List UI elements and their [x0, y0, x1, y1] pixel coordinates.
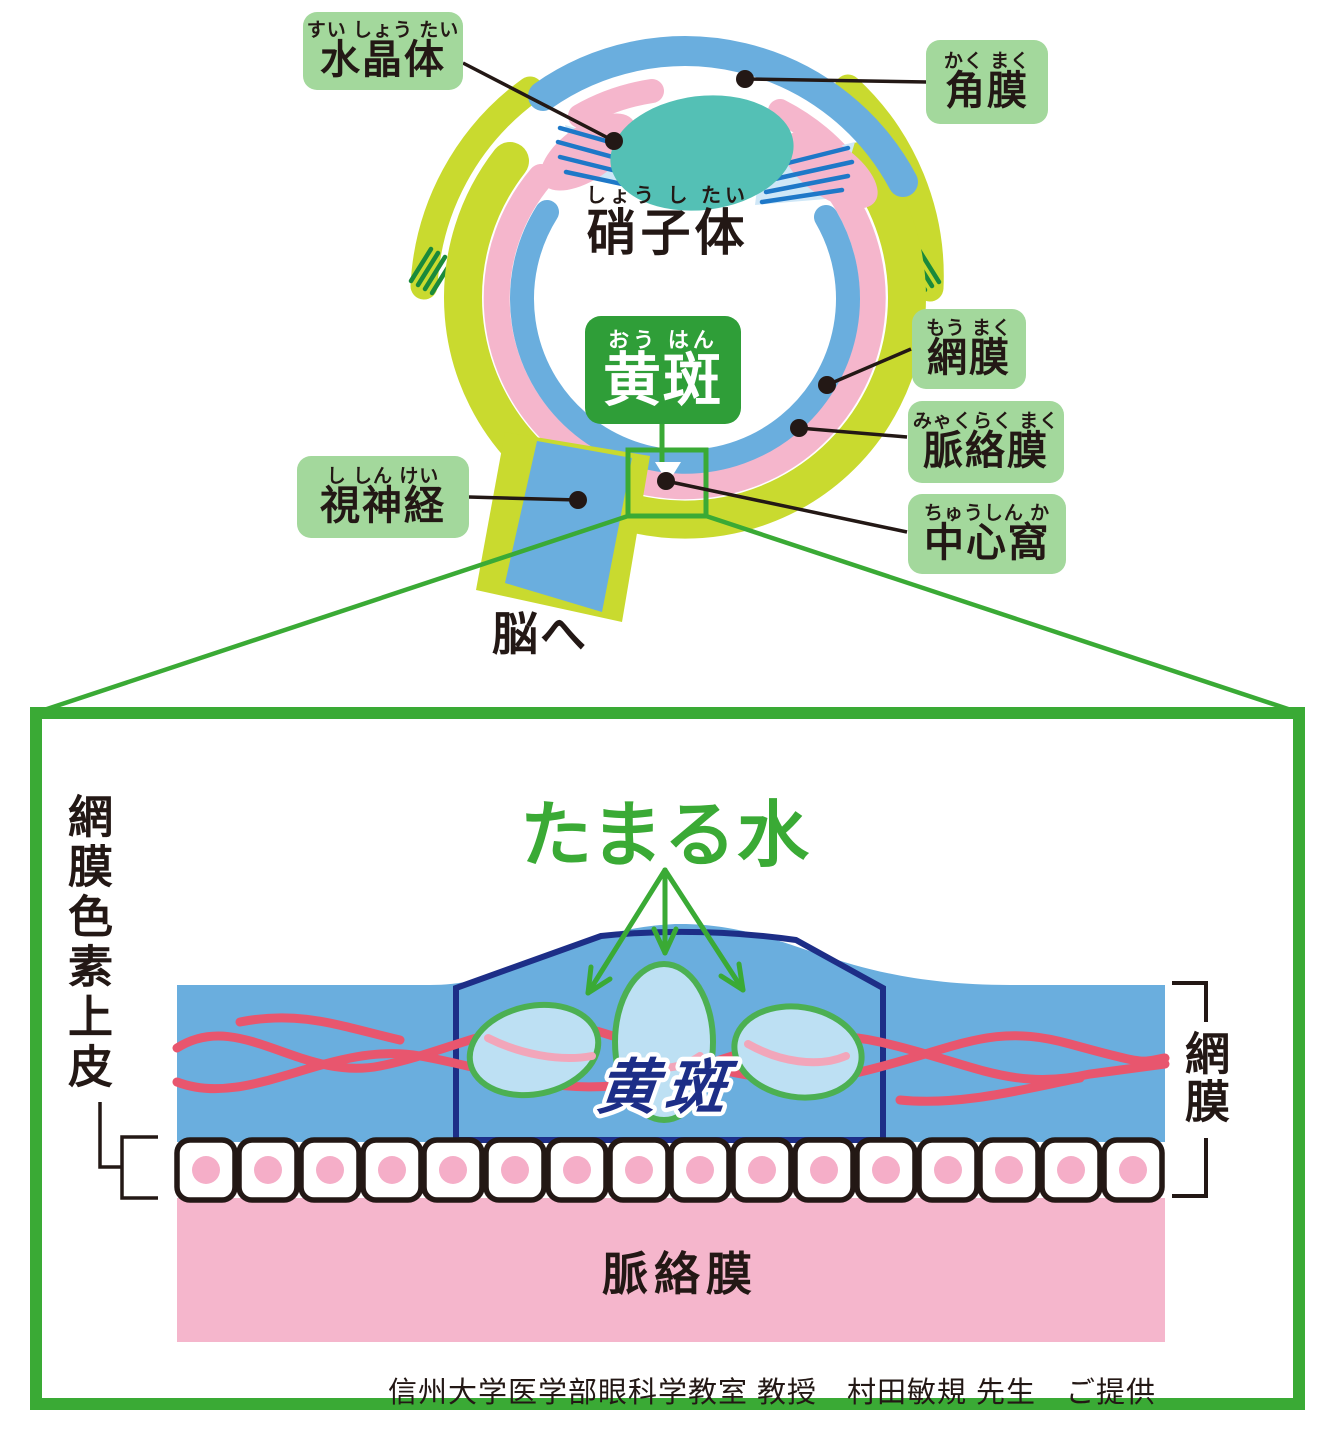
rpe-cell: [980, 1140, 1038, 1200]
credit-text: 信州大学医学部眼科学教室 教授 村田敏規 先生 ご提供: [387, 1377, 1157, 1409]
leader-retina: [826, 347, 912, 387]
leader-cornea: [744, 77, 928, 84]
rpe-cell: [857, 1140, 915, 1200]
water-arrows: [585, 867, 746, 996]
label-lens-kanji: 水晶体: [320, 38, 446, 83]
rpe-cell: [1104, 1140, 1162, 1200]
cornea-arc: [528, 36, 918, 197]
rpe-cell: [363, 1140, 421, 1200]
label-cornea: かく まく 角膜: [926, 40, 1048, 124]
arrow-right: [662, 867, 746, 993]
rpe-cell: [239, 1140, 297, 1200]
arrow-right-head: [718, 961, 746, 993]
label-lens-furigana: すい しょう たい: [306, 19, 460, 41]
rpe-cell: [610, 1140, 668, 1200]
zoom-projection-line-left: [37, 513, 629, 715]
dot-lens: [605, 132, 623, 150]
panel-macula-text: 黄斑: [594, 1054, 739, 1121]
label-choroid: みゃくらく まく 脈絡膜: [908, 401, 1064, 483]
panel-choroid-label: 脈絡膜: [602, 1248, 758, 1300]
leader-optic-nerve: [468, 495, 579, 502]
panel-title: たまる水: [520, 796, 810, 876]
label-retina-kanji: 網膜: [927, 336, 1011, 381]
label-choroid-kanji: 脈絡膜: [923, 429, 1049, 474]
label-optic-nerve-furigana: し しん けい: [326, 465, 440, 487]
label-choroid-furigana: みゃくらく まく: [912, 410, 1060, 432]
dot-fovea: [657, 472, 675, 490]
panel-retina-label: 網膜: [1178, 1030, 1229, 1126]
iris-arc-left: [568, 79, 664, 128]
rpe-cell: [548, 1140, 606, 1200]
rpe-cell: [671, 1140, 729, 1200]
label-macula: おう はん 黄斑: [585, 316, 741, 424]
ciliary-body-right: [782, 131, 878, 209]
label-cornea-kanji: 角膜: [945, 69, 1029, 114]
zoom-projection-line-right: [705, 513, 1298, 715]
arrow-center-head: [651, 926, 679, 956]
edema-cysts: [466, 961, 865, 1123]
label-vitreous: しょう し たい 硝子体: [570, 186, 765, 260]
optic-nerve: [505, 441, 632, 612]
fovea-zoom-box: [625, 447, 709, 519]
rpe-bracket: [98, 1102, 158, 1200]
dot-choroid: [790, 419, 808, 437]
rpe-cell: [919, 1140, 977, 1200]
dot-cornea: [736, 70, 754, 88]
rpe-cell: [301, 1140, 359, 1200]
arrow-left-head: [585, 964, 613, 996]
arrow-left: [585, 867, 668, 996]
dot-retina: [818, 376, 836, 394]
rpe-cell: [733, 1140, 791, 1200]
retina-bracket: [1172, 981, 1208, 1198]
leader-fovea: [665, 479, 908, 534]
label-vitreous-kanji: 硝子体: [586, 205, 749, 261]
rpe-cell: [177, 1140, 235, 1200]
panel-choroid-band: [177, 1198, 1165, 1342]
rpe-cell: [1042, 1140, 1100, 1200]
rpe-cell: [486, 1140, 544, 1200]
label-fovea-kanji: 中心窩: [924, 521, 1050, 566]
label-to-brain: 脳へ: [492, 608, 588, 660]
sclera-ring: [444, 142, 926, 539]
label-retina: もう まく 網膜: [912, 309, 1026, 389]
rpe-cell: [795, 1140, 853, 1200]
retina-ring: [510, 200, 860, 474]
label-optic-nerve-kanji: 視神経: [320, 484, 446, 529]
label-retina-furigana: もう まく: [926, 317, 1012, 339]
rpe-cell-row: [177, 1140, 1162, 1200]
eye-cross-section: [408, 36, 944, 622]
label-fovea-furigana: ちゅうしん か: [923, 502, 1051, 524]
label-lens: すい しょう たい 水晶体: [303, 12, 463, 90]
leader-choroid: [798, 426, 908, 439]
vessels-behind-cysts: [484, 1034, 850, 1072]
label-macula-kanji: 黄斑: [602, 348, 723, 414]
label-macula-furigana: おう はん: [608, 328, 718, 352]
label-optic-nerve: し しん けい 視神経: [297, 456, 469, 538]
magnified-panel: 黄斑: [30, 707, 1305, 1410]
leader-lens: [462, 61, 615, 143]
label-vitreous-furigana: しょう し たい: [585, 185, 750, 207]
label-fovea: ちゅうしん か 中心窩: [908, 494, 1066, 574]
label-cornea-furigana: かく まく: [943, 50, 1031, 72]
choroid-ring: [483, 164, 886, 500]
leader-lines: [462, 61, 928, 534]
dot-optic-nerve: [569, 491, 587, 509]
zoom-indicator: [37, 424, 1298, 715]
panel-rpe-label: 網膜色素上皮: [61, 793, 112, 1093]
leader-dots: [569, 70, 836, 509]
cyst-right: [731, 1003, 865, 1101]
lens-shape: [610, 95, 794, 211]
cyst-center: [612, 961, 716, 1123]
rpe-cell: [424, 1140, 482, 1200]
